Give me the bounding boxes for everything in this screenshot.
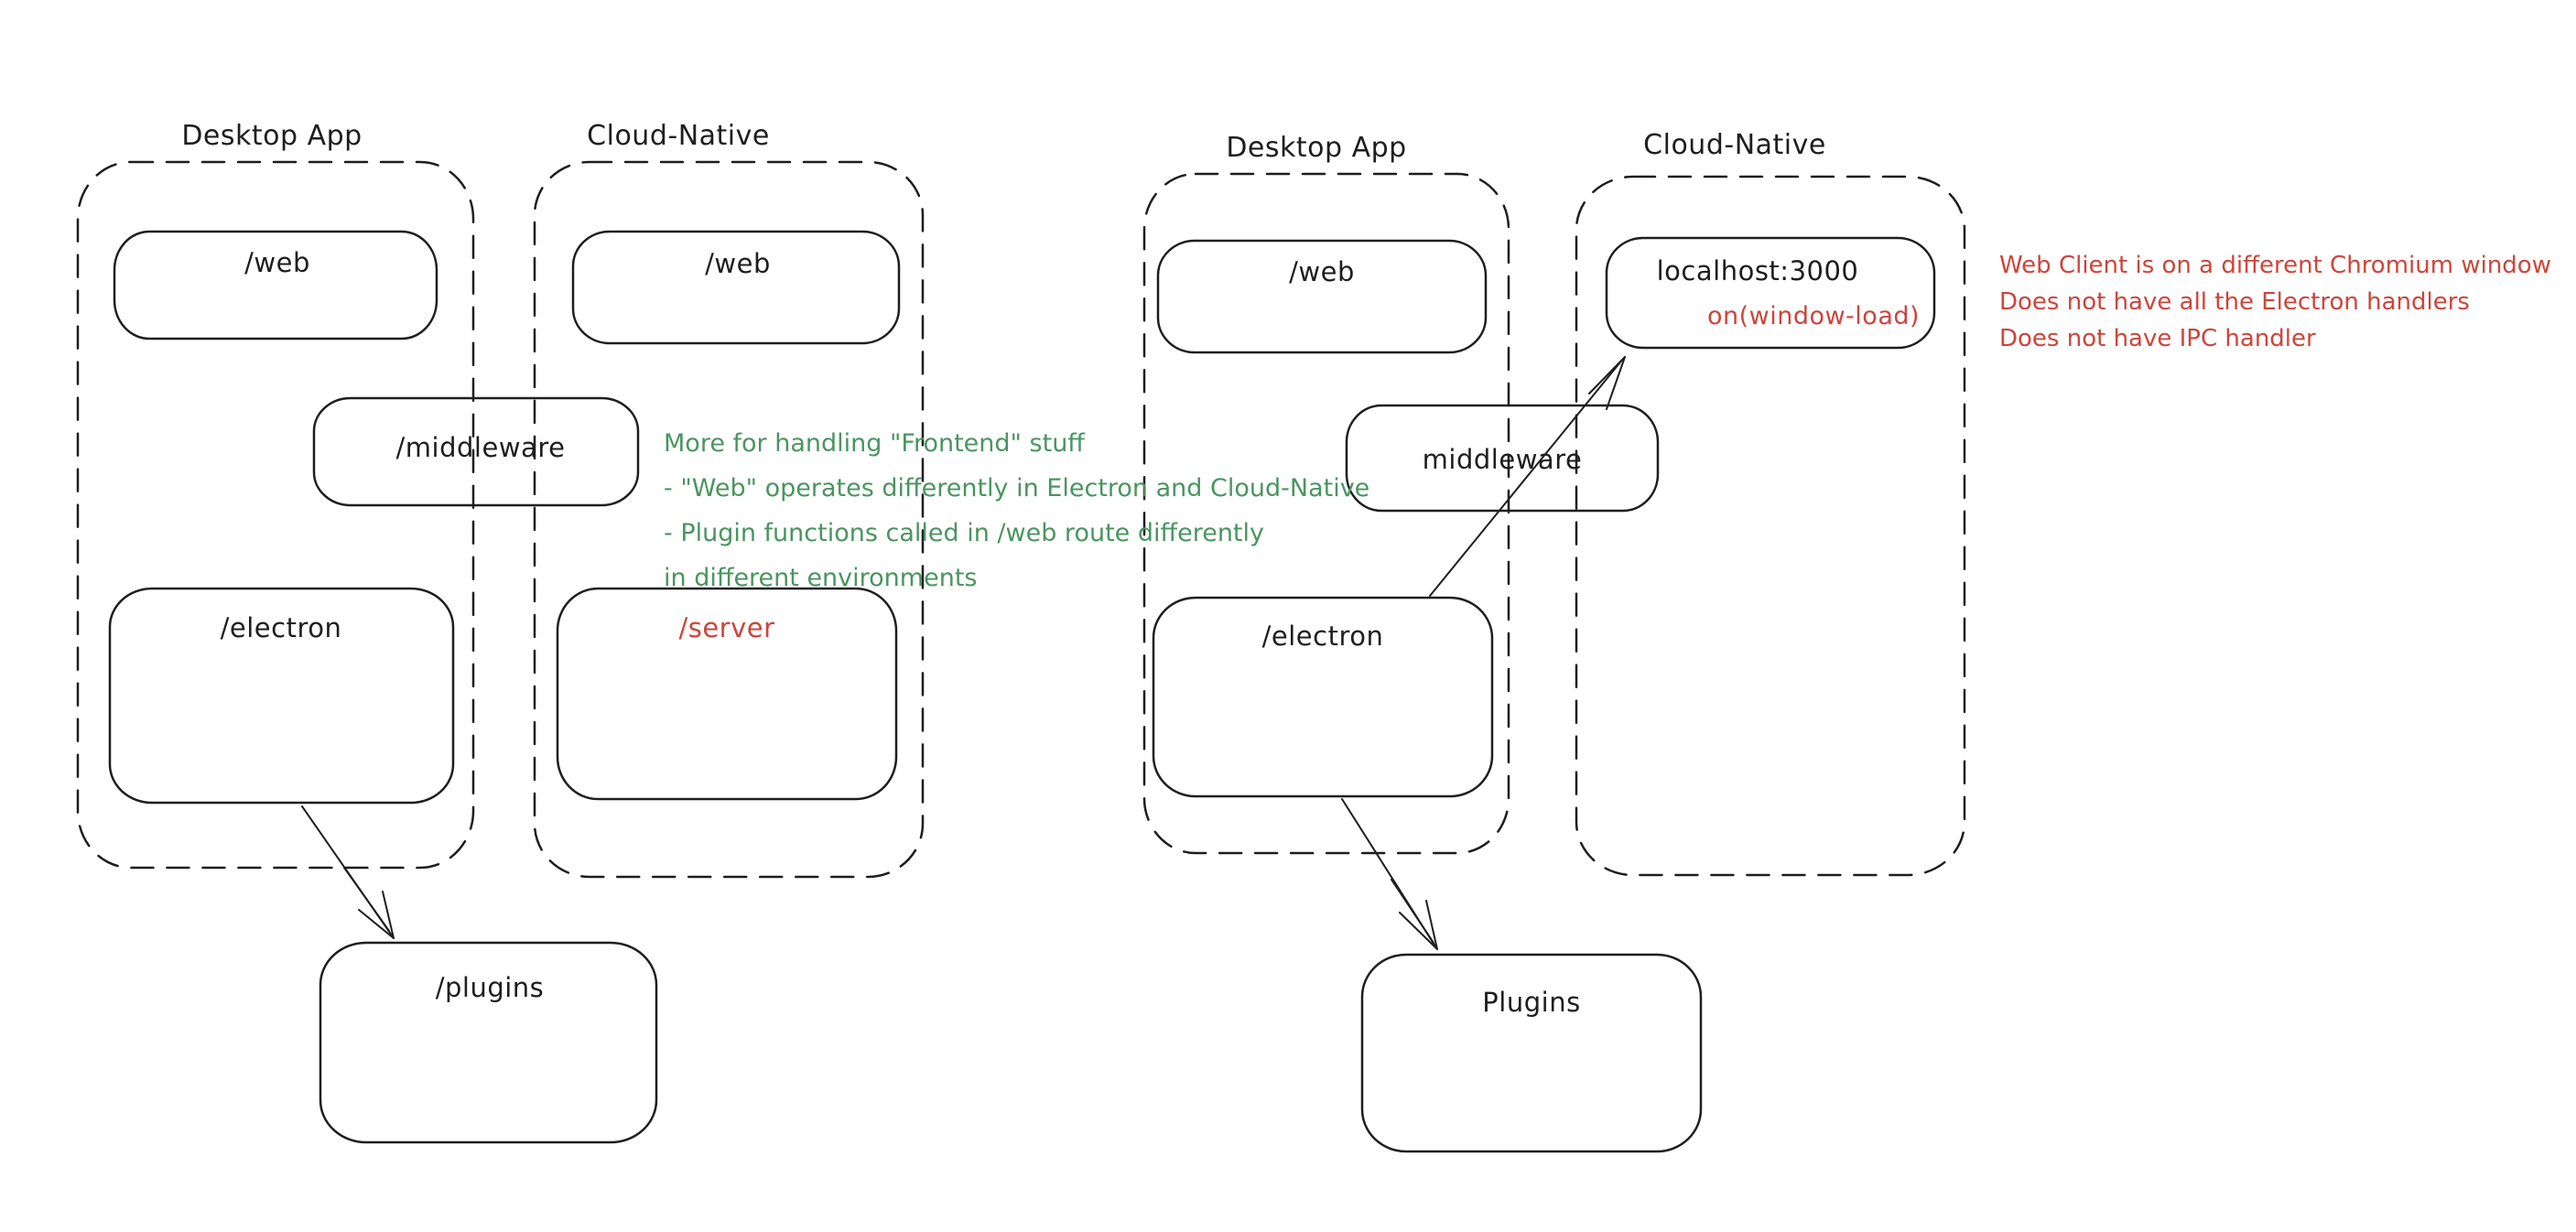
left-desktop-app-label: Desktop App [181, 120, 363, 152]
left-annotation-line-4: in different environments [664, 564, 978, 592]
left-cloud-native-container [533, 160, 925, 879]
left-web-desktop-box-label: /web [244, 247, 310, 278]
left-annotation: More for handling "Frontend" stuff - "We… [664, 421, 1369, 600]
right-cloud-native-label: Cloud-Native [1643, 129, 1826, 161]
left-middleware-box-label: /middleware [395, 432, 566, 463]
left-plugins-box [319, 941, 658, 1144]
left-annotation-line-1: More for handling "Frontend" stuff [664, 429, 1085, 458]
left-server-box-label: /server [678, 612, 775, 643]
right-electron-box [1152, 596, 1494, 798]
right-localhost-box [1605, 236, 1936, 350]
left-electron-box [108, 587, 455, 805]
right-plugins-box [1360, 953, 1703, 1153]
left-desktop-app-container [76, 160, 475, 870]
left-plugins-box-label: /plugins [435, 972, 545, 1003]
left-annotation-line-2: - "Web" operates differently in Electron… [664, 474, 1370, 503]
left-web-cloud-box-label: /web [705, 248, 771, 279]
right-cloud-native-container [1575, 175, 1966, 877]
right-middleware-box-label: middleware [1422, 444, 1583, 475]
left-cloud-native-label: Cloud-Native [587, 120, 770, 152]
left-server-box [556, 587, 898, 801]
left-web-cloud-box [571, 230, 901, 345]
right-annotation-line-3: Does not have IPC handler [1999, 325, 2316, 352]
right-localhost-title: localhost:3000 [1656, 255, 1859, 286]
arrow-right-electron-to-localhost [1429, 356, 1626, 597]
left-web-desktop-box [113, 230, 438, 340]
right-desktop-app-label: Desktop App [1226, 132, 1407, 164]
right-desktop-app-container [1142, 172, 1510, 855]
right-web-desktop-box-label: /web [1289, 256, 1355, 287]
left-electron-box-label: /electron [220, 612, 342, 643]
right-localhost-event-label: on(window-load) [1706, 302, 1921, 330]
left-annotation-line-3: - Plugin functions called in /web route … [664, 519, 1265, 547]
right-plugins-box-label: Plugins [1482, 987, 1581, 1018]
right-web-desktop-box [1156, 239, 1488, 354]
right-annotation-line-1: Web Client is on a different Chromium wi… [1999, 252, 2551, 279]
left-middleware-box [312, 396, 640, 507]
arrow-left-electron-to-plugins [301, 805, 395, 939]
right-annotation-line-2: Does not have all the Electron handlers [1999, 288, 2470, 316]
arrow-right-electron-to-plugins [1341, 798, 1438, 950]
right-annotation: Web Client is on a different Chromium wi… [1999, 247, 2551, 357]
right-electron-box-label: /electron [1261, 621, 1384, 652]
right-middleware-box [1345, 404, 1660, 513]
